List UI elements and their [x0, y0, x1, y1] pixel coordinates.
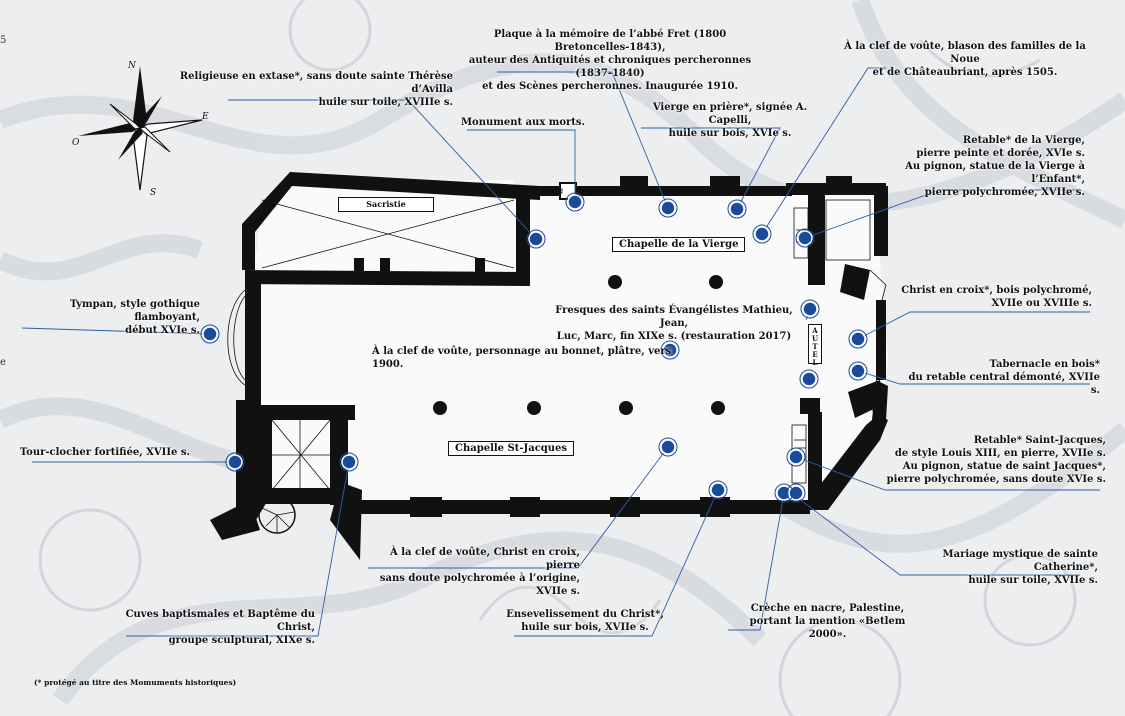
footnote: (* protégé au titre des Momuments histor… [34, 678, 237, 687]
marker-tabernacle [850, 363, 866, 379]
pillars [433, 275, 725, 415]
compass-rose: N E S O [72, 61, 209, 198]
label-tympan: Tympan, style gothique flamboyant,début … [69, 299, 200, 336]
marker-christ-croix [850, 331, 866, 347]
label-clef-noue: À la clef de voûte, blason des familles … [844, 41, 1086, 78]
label-monument: Monument aux morts. [460, 117, 586, 128]
marker-clef-noue [754, 226, 770, 242]
plan-lines [227, 188, 887, 534]
marker-plaque [660, 200, 676, 216]
compass-e: E [201, 112, 209, 122]
label-ensevelissement: Ensevelissement du Christ*,huile sur boi… [506, 609, 664, 633]
label-fresques: Fresques des saints Évangélistes Mathieu… [555, 305, 793, 342]
label-christ-croix: Christ en croix*, bois polychromé,XVIIe … [901, 285, 1092, 309]
room-chapelle-vierge: Chapelle de la Vierge [612, 237, 746, 252]
marker-clef-bonnet [662, 342, 678, 358]
label-clef-bonnet: À la clef de voûte, personnage au bonnet… [372, 346, 672, 370]
label-cuves: Cuves baptismales et Baptême du Christ,g… [125, 609, 315, 646]
label-tabernacle: Tabernacle en bois*du retable central dé… [908, 359, 1100, 396]
marker-clef-christ [660, 439, 676, 455]
compass-o: O [72, 138, 80, 148]
leader-lines [21, 67, 1100, 637]
marker-ensevelissement [710, 482, 726, 498]
marker-retable-jacques [788, 449, 804, 465]
markers [202, 194, 866, 501]
compass-s: S [150, 188, 156, 198]
nave-floor [250, 180, 888, 508]
label-creche: Crèche en nacre, Palestine,portant la me… [749, 603, 906, 640]
marker-tour [227, 454, 243, 470]
label-retable-jacques: Retable* Saint-Jacques,de style Louis XI… [886, 435, 1106, 485]
edge-mark-mid: e [0, 357, 6, 368]
marker-monument [567, 194, 583, 210]
marker-cuves [341, 454, 357, 470]
label-plaque: Plaque à la mémoire de l’abbé Fret (1800… [468, 29, 752, 92]
marker-fresques [802, 301, 818, 317]
marker-vierge-priere [729, 201, 745, 217]
label-retable-vierge: Retable* de la Vierge,pierre peinte et d… [905, 135, 1085, 198]
edge-mark-top: 5 [0, 35, 7, 46]
marker-religieuse [528, 231, 544, 247]
marker-tympan [202, 326, 218, 342]
marker-fresques-2 [801, 371, 817, 387]
room-sacristie: Sacristie [338, 197, 434, 212]
compass-n: N [127, 61, 137, 71]
label-tour: Tour-clocher fortifiée, XVIIe s. [19, 447, 190, 458]
label-religieuse: Religieuse en extase*, sans doute sainte… [179, 71, 453, 108]
label-mariage: Mariage mystique de sainte Catherine*,hu… [942, 549, 1098, 586]
room-chapelle-jacques: Chapelle St-Jacques [448, 441, 575, 456]
marker-retable-vierge [797, 230, 813, 246]
label-clef-christ: À la clef de voûte, Christ en croix, pie… [379, 547, 580, 597]
label-vierge-priere: Vierge en prière*, signée A. Capelli,hui… [652, 102, 808, 139]
